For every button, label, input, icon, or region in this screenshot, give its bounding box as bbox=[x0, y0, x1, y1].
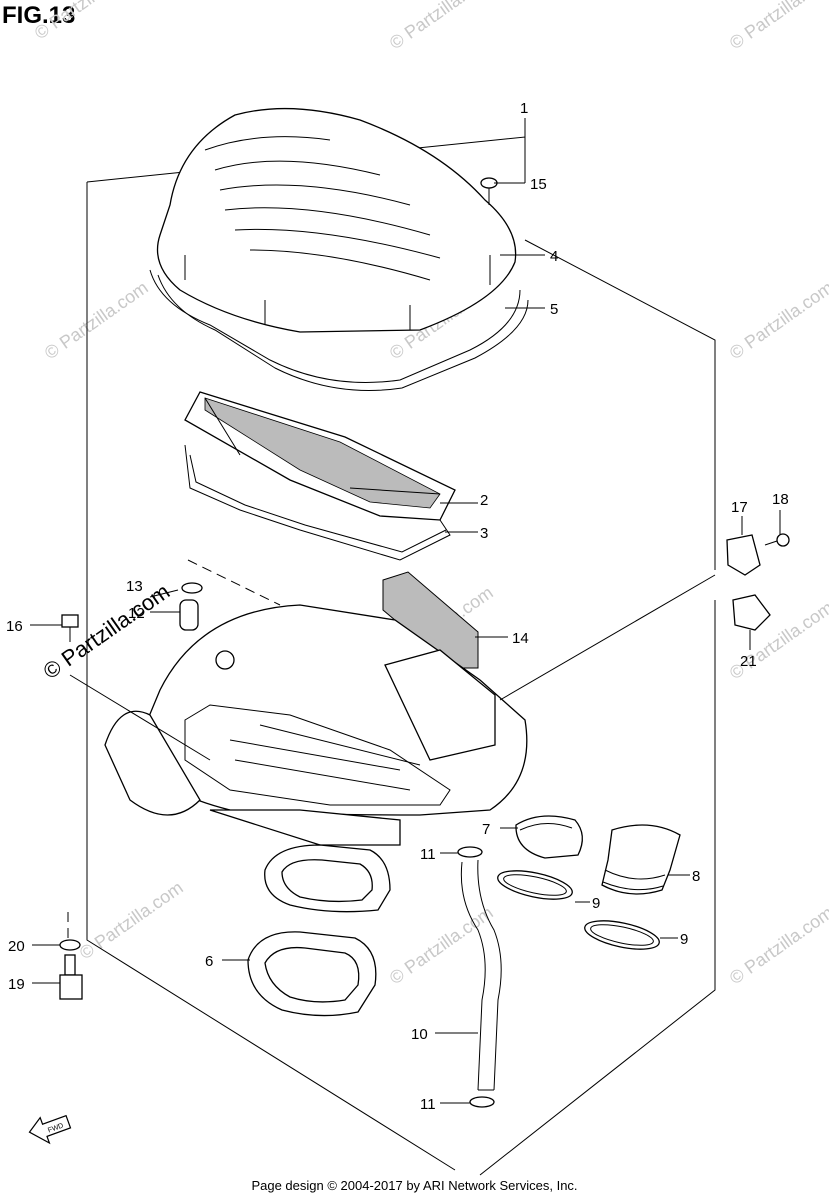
watermark: © Partzilla.com bbox=[41, 277, 152, 363]
hose-clip bbox=[457, 846, 483, 858]
callout-17: 17 bbox=[731, 499, 748, 516]
filter-seal bbox=[184, 444, 451, 561]
watermark-emphasized: © Partzilla.com bbox=[39, 579, 175, 685]
hose-clamp-a bbox=[497, 870, 573, 900]
intake-boot-8 bbox=[601, 824, 681, 895]
intake-screen bbox=[382, 571, 479, 669]
callout-15: 15 bbox=[530, 176, 547, 193]
temperature-sensor bbox=[59, 954, 83, 1000]
bracket-screw bbox=[764, 533, 790, 547]
fwd-arrow-icon: FWD bbox=[28, 1114, 72, 1145]
cover-gasket bbox=[149, 269, 529, 391]
watermark: © Partzilla.com bbox=[726, 0, 829, 53]
watermark: © Partzilla.com bbox=[76, 877, 187, 963]
drain-cap bbox=[179, 599, 199, 631]
intake-air-temp-sensor bbox=[732, 594, 771, 631]
callout-4: 4 bbox=[550, 248, 558, 265]
svg-text:© Partzilla.com: © Partzilla.com bbox=[39, 579, 175, 685]
o-ring bbox=[59, 939, 81, 951]
sensor-bracket bbox=[726, 534, 761, 576]
figure-title: FIG.13 bbox=[2, 2, 76, 29]
callout-8: 8 bbox=[692, 868, 700, 885]
watermark: © Partzilla.com bbox=[386, 0, 497, 53]
callout-19: 19 bbox=[8, 976, 25, 993]
callout-5: 5 bbox=[550, 301, 558, 318]
page-footer: Page design © 2004-2017 by ARI Network S… bbox=[251, 1178, 578, 1193]
leader-lines bbox=[30, 118, 781, 1104]
air-cleaner-cover bbox=[156, 107, 517, 333]
air-filter-element bbox=[184, 391, 456, 521]
callout-7: 7 bbox=[482, 821, 490, 838]
callout-6: 6 bbox=[205, 953, 213, 970]
callout-16: 16 bbox=[6, 618, 23, 635]
callout-11a: 11 bbox=[420, 846, 436, 863]
callout-14: 14 bbox=[512, 630, 529, 647]
watermark: © Partzilla.com bbox=[386, 902, 497, 988]
dashed-guide bbox=[187, 559, 281, 606]
watermark: © Partzilla.com bbox=[726, 902, 829, 988]
callout-9b: 9 bbox=[680, 931, 688, 948]
inlet-seal bbox=[247, 931, 377, 1017]
callout-12: 12 bbox=[128, 605, 145, 622]
intake-boot-7 bbox=[515, 815, 583, 859]
callout-1: 1 bbox=[520, 100, 528, 117]
callout-11b: 11 bbox=[420, 1096, 436, 1113]
duct-opening bbox=[264, 844, 391, 913]
hose-clamp-b bbox=[584, 920, 660, 950]
callout-10: 10 bbox=[411, 1026, 428, 1043]
hose-clip bbox=[469, 1096, 495, 1108]
callout-20: 20 bbox=[8, 938, 25, 955]
callout-3: 3 bbox=[480, 525, 488, 542]
mounting-bolt bbox=[61, 614, 79, 642]
watermark: © Partzilla.com bbox=[726, 277, 829, 363]
cap-clip bbox=[181, 582, 203, 594]
callout-21: 21 bbox=[740, 653, 757, 670]
callouts: 1 2 3 4 5 6 7 8 9 9 10 11 11 12 13 14 15… bbox=[6, 100, 789, 1113]
callout-13: 13 bbox=[126, 578, 143, 595]
callout-9a: 9 bbox=[592, 895, 600, 912]
callout-18: 18 bbox=[772, 491, 789, 508]
air-box-case bbox=[104, 604, 528, 846]
callout-2: 2 bbox=[480, 492, 488, 509]
watermark: © Partzilla.com bbox=[31, 0, 142, 43]
drain-hose bbox=[460, 859, 502, 1091]
